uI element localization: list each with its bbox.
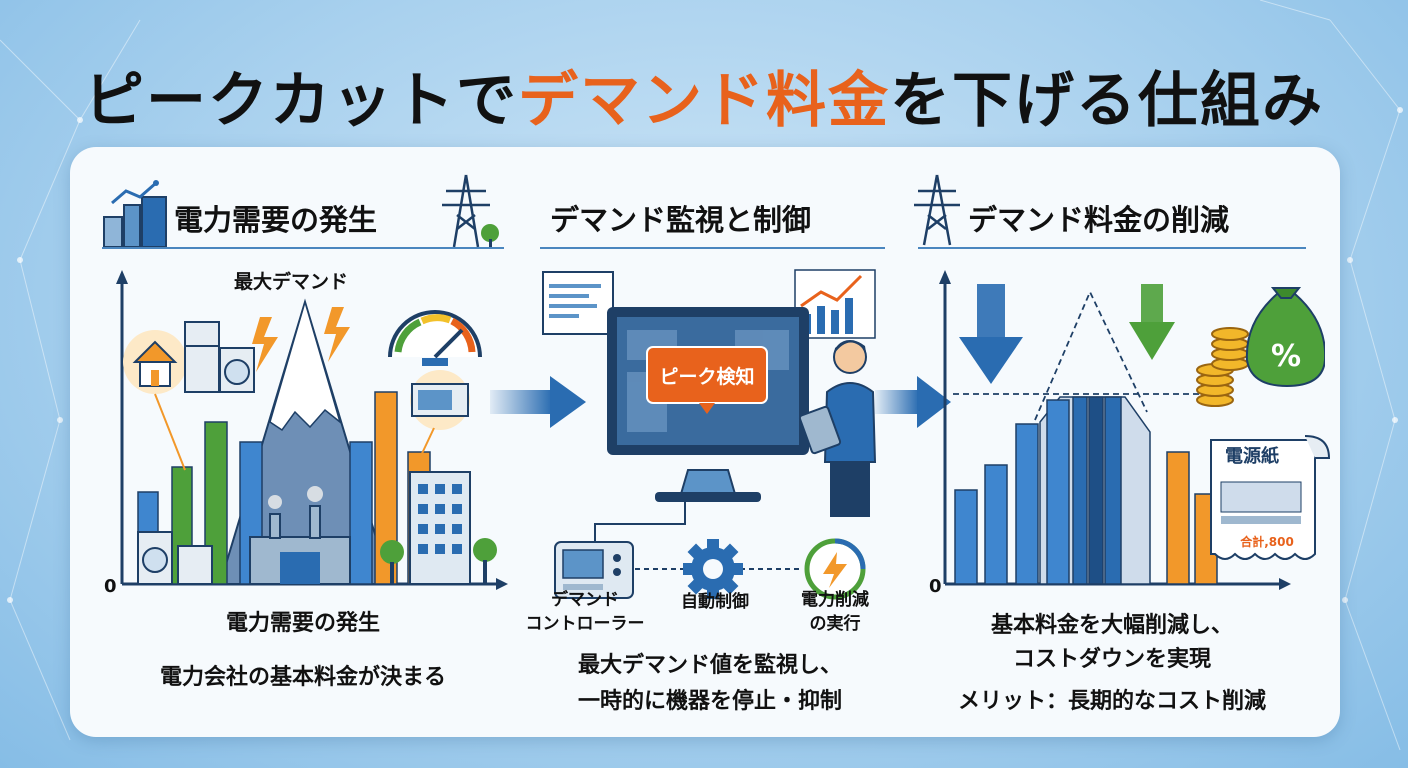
reduction-label-1: 電力削減 — [801, 590, 869, 610]
coins-icon — [1196, 327, 1249, 407]
col2-illustration: ピーク検知 — [542, 269, 877, 600]
title-part2: を下げる仕組み — [890, 66, 1324, 136]
arrow-down-icon — [1129, 284, 1175, 360]
main-card: 電力需要の発生 0 — [70, 147, 1340, 737]
power-tower-icon — [914, 174, 960, 246]
col2-caption-2: 一時的に機器を停止・抑制 — [577, 689, 842, 714]
reduced-bar — [1015, 423, 1039, 585]
controller-icon — [554, 541, 634, 599]
factory-icon — [249, 486, 351, 585]
controller-label-2: コントローラー — [525, 614, 645, 634]
arrow-right-icon — [875, 376, 951, 428]
demand-bar — [349, 441, 373, 585]
col3-caption-2: コストダウンを実現 — [1012, 647, 1211, 672]
power-tower-icon — [442, 174, 499, 248]
col2-heading: デマンド監視と制御 — [550, 203, 812, 237]
gear-icon — [683, 539, 743, 599]
arrow-right-icon — [490, 376, 586, 428]
col1-demand-chart: 0 — [104, 270, 508, 597]
col3-reduction-chart: 0 % — [929, 270, 1325, 597]
col3-caption-1: 基本料金を大幅削減し、 — [990, 613, 1233, 638]
refrigerator-icon — [184, 321, 220, 393]
gauge-icon — [388, 310, 482, 366]
demand-bar — [204, 421, 228, 585]
microwave-icon — [411, 383, 469, 417]
bill-total: 合計,800 — [1240, 534, 1294, 549]
page-title: ピークカットでデマンド料金を下げる仕組み — [0, 52, 1408, 139]
title-accent: デマンド料金 — [518, 66, 890, 136]
washing-machine-icon — [137, 347, 255, 585]
office-building-icon — [409, 471, 471, 585]
col1-heading-rule — [102, 247, 504, 249]
col1-caption-2: 電力会社の基本料金が決まる — [159, 665, 446, 690]
reduced-bar — [1046, 399, 1070, 585]
demand-bar — [374, 391, 398, 585]
tree-icon — [380, 538, 497, 584]
money-bag-icon — [1245, 287, 1325, 388]
col3-heading-rule — [918, 247, 1306, 249]
reduced-bar — [1104, 396, 1122, 585]
house-icon — [132, 340, 178, 387]
col1-axis-zero: 0 — [104, 576, 117, 597]
col2-heading-rule — [540, 247, 885, 249]
title-part1: ピークカットで — [84, 66, 518, 136]
tablet-icon — [798, 405, 842, 455]
percent-symbol: % — [1271, 339, 1301, 374]
lightning-icon — [252, 307, 350, 372]
reduced-bar — [984, 464, 1008, 585]
bill-title: 電源紙 — [1225, 445, 1279, 467]
col3-caption-3: メリット：長期的なコスト削減 — [957, 689, 1266, 714]
arrow-down-icon — [959, 284, 1023, 384]
col3-axis-zero: 0 — [929, 576, 942, 597]
buildings-icon — [103, 180, 167, 248]
reduction-label-2: の実行 — [809, 614, 861, 634]
reduced-bar — [954, 489, 978, 585]
col1-heading: 電力需要の発生 — [174, 203, 378, 237]
col3-heading: デマンド料金の削減 — [968, 203, 1230, 237]
auto-control-label: 自動制御 — [681, 592, 749, 612]
reduced-bar — [1166, 451, 1190, 585]
reduced-bar — [1072, 396, 1088, 585]
energy-icon — [804, 538, 866, 600]
peak-label: 最大デマンド — [234, 271, 349, 293]
col1-caption-1: 電力需要の発生 — [225, 611, 380, 636]
bill-icon: 電源紙 合計,800 — [1210, 435, 1331, 560]
controller-label-1: デマンド — [551, 590, 619, 610]
peak-detect-alert: ピーク検知 — [659, 365, 754, 388]
col2-caption-1: 最大デマンド値を監視し、 — [577, 653, 842, 678]
reduced-bar — [1088, 396, 1104, 585]
